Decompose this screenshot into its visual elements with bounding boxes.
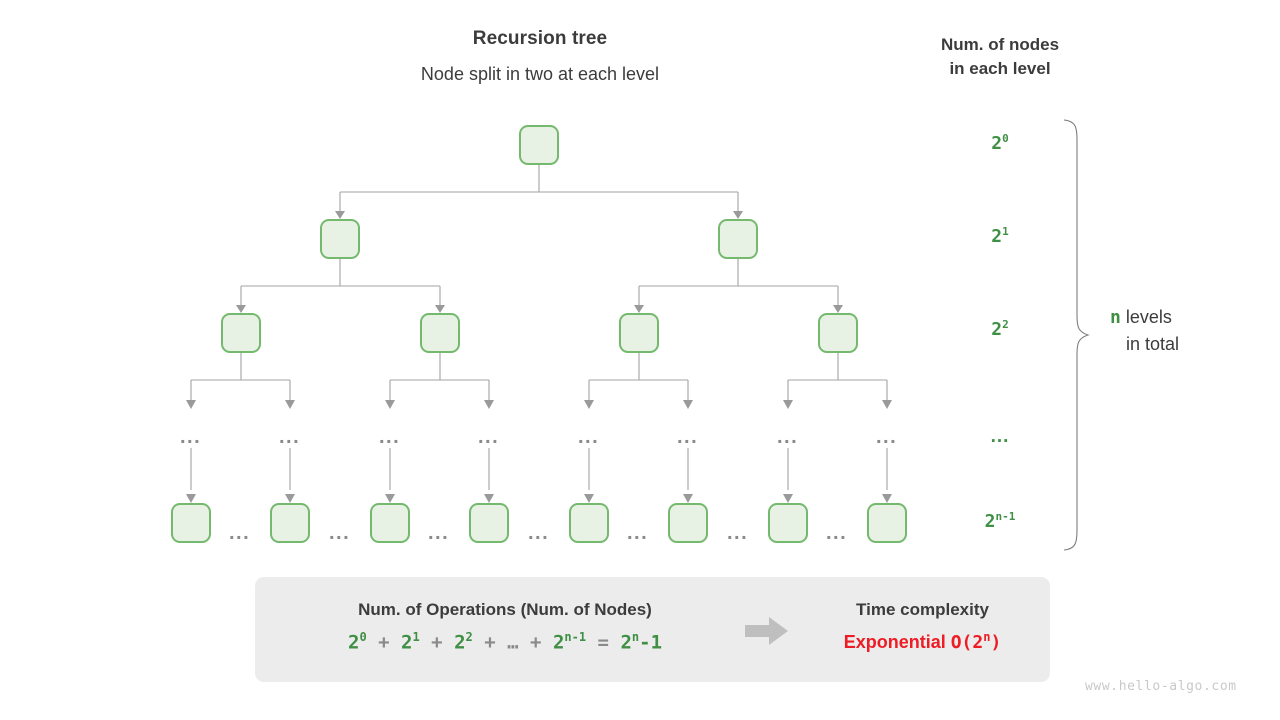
- tree-node[interactable]: [370, 503, 410, 543]
- level-count-ellipsis: ...: [990, 426, 1010, 447]
- tree-node[interactable]: [569, 503, 609, 543]
- tree-node[interactable]: [768, 503, 808, 543]
- complexity-title: Time complexity: [856, 600, 989, 619]
- tree-node[interactable]: [171, 503, 211, 543]
- tree-node[interactable]: [867, 503, 907, 543]
- bottom-row-ellipsis: ...: [428, 522, 450, 544]
- level-ellipsis: ...: [578, 426, 600, 448]
- summary-panel: [255, 577, 1050, 682]
- total-levels-n: n: [1110, 307, 1121, 328]
- level-ellipsis: ...: [379, 426, 401, 448]
- level-ellipsis: ...: [777, 426, 799, 448]
- page-title: Recursion tree: [472, 28, 608, 49]
- bottom-row-ellipsis: ...: [826, 522, 848, 544]
- operations-block: Num. of Operations (Num. of Nodes) 20 + …: [275, 600, 735, 653]
- complexity-value: Exponential O(2n): [800, 630, 1045, 653]
- bottom-row-ellipsis: ...: [528, 522, 550, 544]
- level-count-last: 2n-1: [984, 510, 1016, 532]
- tree-node[interactable]: [519, 125, 559, 165]
- level-ellipsis: ...: [876, 426, 898, 448]
- tree-node[interactable]: [668, 503, 708, 543]
- level-count-1: 21: [991, 225, 1009, 247]
- tree-node[interactable]: [469, 503, 509, 543]
- right-column-title: Num. of nodes in each level: [900, 33, 1100, 81]
- tree-node[interactable]: [619, 313, 659, 353]
- total-levels-text-1: levels: [1125, 307, 1172, 327]
- complexity-block: Time complexity Exponential O(2n): [800, 600, 1045, 653]
- arrow-right-icon: [745, 617, 788, 645]
- complexity-word: Exponential: [843, 632, 946, 652]
- operations-title: Num. of Operations (Num. of Nodes): [358, 600, 652, 619]
- total-levels-label: n levels in total: [1110, 304, 1260, 357]
- tree-node[interactable]: [221, 313, 261, 353]
- bottom-row-ellipsis: ...: [329, 522, 351, 544]
- tree-connectors: [186, 165, 892, 503]
- watermark: www.hello-algo.com: [1085, 679, 1237, 694]
- level-ellipsis: ...: [478, 426, 500, 448]
- bottom-row-ellipsis: ...: [727, 522, 749, 544]
- right-column-title-line1: Num. of nodes: [940, 35, 1060, 54]
- tree-node[interactable]: [818, 313, 858, 353]
- level-count-2: 22: [991, 318, 1009, 340]
- tree-node[interactable]: [270, 503, 310, 543]
- tree-node[interactable]: [718, 219, 758, 259]
- page-subtitle: Node split in two at each level: [420, 64, 660, 84]
- level-ellipsis: ...: [279, 426, 301, 448]
- level-count-0: 20: [991, 132, 1009, 154]
- level-ellipsis: ...: [180, 426, 202, 448]
- total-levels-text-2: in total: [1126, 334, 1180, 354]
- tree-node[interactable]: [320, 219, 360, 259]
- levels-brace: [1063, 119, 1090, 551]
- bottom-row-ellipsis: ...: [627, 522, 649, 544]
- level-ellipsis: ...: [677, 426, 699, 448]
- bottom-row-ellipsis: ...: [229, 522, 251, 544]
- tree-node[interactable]: [420, 313, 460, 353]
- operations-formula: 20 + 21 + 22 + … + 2n-1 = 2n-1: [347, 630, 663, 654]
- complexity-big-o: O(2n): [950, 630, 1002, 653]
- right-column-title-line2: in each level: [949, 59, 1051, 78]
